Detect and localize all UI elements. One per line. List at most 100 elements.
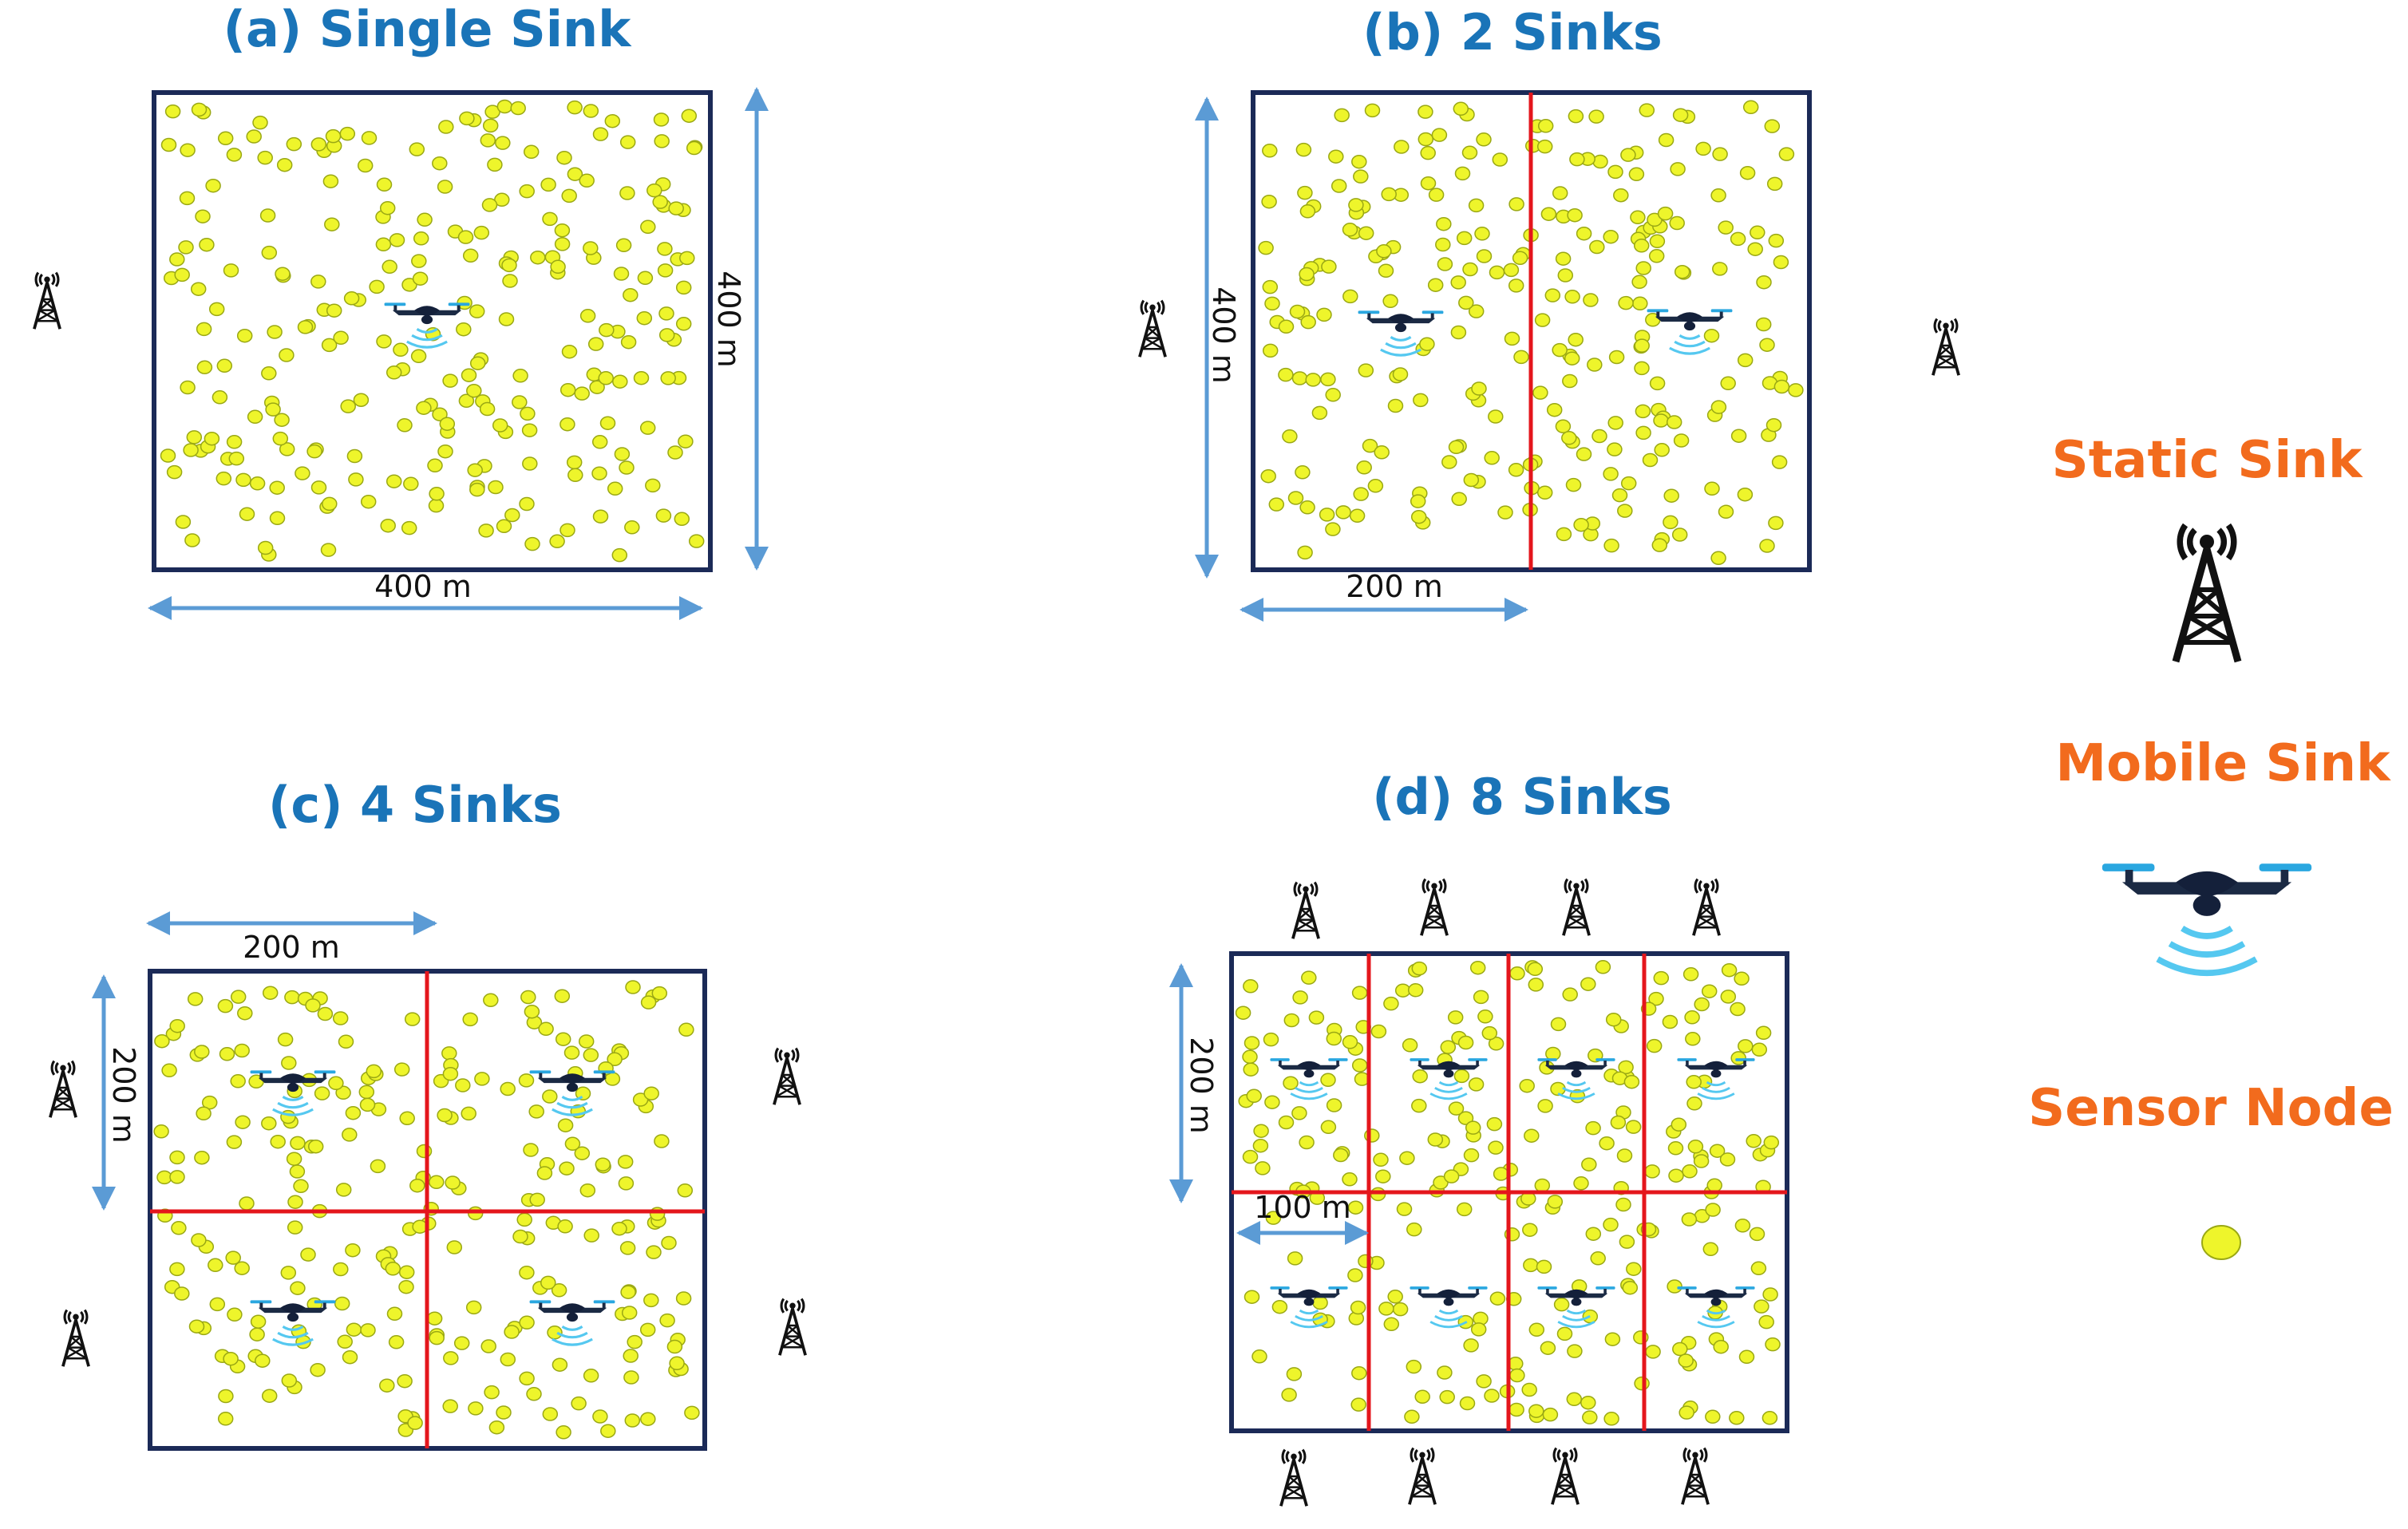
sensor-node (604, 113, 621, 128)
sensor-node (521, 423, 538, 437)
sensor-node (619, 186, 635, 200)
sensor-node (578, 1034, 595, 1049)
sensor-node (1626, 1262, 1642, 1276)
static-sink-tower-icon (61, 1309, 90, 1369)
sensor-node (345, 1243, 361, 1258)
sensor-node (1566, 1392, 1583, 1407)
sensor-node (1678, 1353, 1694, 1368)
sensor-node (366, 1064, 382, 1079)
sensor-node (1750, 225, 1765, 240)
sensor-node (595, 1157, 611, 1171)
sensor-node (1704, 481, 1720, 496)
sensor-node (496, 519, 512, 534)
sensor-node (1463, 1338, 1479, 1353)
sensor-node (1759, 338, 1775, 352)
sensor-node (618, 1176, 635, 1191)
sensor-node (1519, 1078, 1535, 1093)
sensor-node (160, 137, 177, 152)
sensor-node (404, 1012, 421, 1026)
sensor-node (1407, 983, 1424, 998)
sensor-node (290, 1281, 306, 1295)
sensor-node (1457, 1111, 1474, 1125)
sensor-node (178, 240, 194, 255)
sensor-node (169, 1170, 185, 1184)
sensor-node (1291, 1106, 1307, 1120)
sensor-node (269, 511, 286, 526)
sensor-node (191, 102, 208, 117)
sensor-node (1474, 227, 1490, 241)
sensor-node (410, 349, 427, 364)
sensor-node (1592, 154, 1608, 169)
sensor-node (1705, 1203, 1721, 1217)
sensor-node (1334, 108, 1350, 123)
sensor-node (624, 1413, 641, 1428)
sensor-node (337, 1334, 353, 1349)
sensor-node (1504, 331, 1520, 346)
sensor-node (654, 1134, 670, 1148)
mobile-sink-drone-icon (2102, 863, 2311, 973)
sensor-node (1580, 977, 1596, 991)
sensor-node (557, 1118, 574, 1132)
sensor-node (1258, 240, 1274, 255)
sensor-node (599, 416, 616, 430)
sensor-node (1545, 1046, 1561, 1061)
sensor-node (1536, 1259, 1552, 1274)
sensor-node (310, 1362, 326, 1377)
sensor-node (483, 993, 499, 1008)
sensor-node (1588, 109, 1604, 124)
panel-a-field (152, 90, 713, 572)
sensor-node (646, 1245, 662, 1259)
sensor-node (1585, 1227, 1602, 1241)
sensor-node (380, 518, 396, 533)
sensor-node (1508, 197, 1524, 211)
sensor-node (607, 1052, 623, 1067)
sensor-node (1710, 551, 1726, 566)
sensor-node (398, 1265, 415, 1279)
sensor-node (1763, 1135, 1780, 1150)
sensor-node (1630, 210, 1646, 225)
sensor-node (579, 1183, 596, 1198)
sensor-node (401, 520, 417, 535)
sensor-node (661, 1235, 677, 1250)
sensor-node (446, 1240, 463, 1254)
sensor-node (1497, 505, 1513, 520)
sensor-node (461, 368, 477, 382)
sensor-node (1347, 1200, 1364, 1215)
sensor-node (1618, 1060, 1634, 1075)
sensor-node (445, 1175, 461, 1190)
sensor-node (1678, 1405, 1694, 1420)
sensor-node (416, 401, 432, 415)
sensor-node (1331, 179, 1347, 193)
sensor-node (1468, 198, 1485, 213)
sensor-node (274, 413, 290, 427)
sensor-node (639, 421, 656, 435)
sensor-node (678, 434, 694, 448)
sensor-node (1705, 1409, 1721, 1424)
sensor-node (1436, 216, 1452, 231)
sensor-node (659, 1313, 675, 1328)
sensor-node (1573, 1176, 1589, 1191)
sensor-node (270, 1134, 286, 1149)
sensor-node (474, 1072, 490, 1086)
sensor-node (343, 291, 360, 306)
sensor-node (1582, 1410, 1598, 1424)
sensor-node (1671, 1117, 1687, 1132)
sensor-node (1508, 463, 1524, 477)
sensor-node (1326, 1098, 1342, 1112)
sensor-node (1762, 1411, 1778, 1425)
sensor-node (180, 143, 196, 157)
sensor-node (225, 1250, 241, 1265)
sensor-node (1642, 452, 1659, 468)
sensor-node (619, 460, 635, 475)
sensor-node (196, 1106, 212, 1121)
static-sink-tower-icon (1279, 1448, 1308, 1508)
sensor-node (488, 1420, 505, 1435)
sensor-node (295, 466, 310, 480)
sensor-node (1556, 527, 1572, 542)
sensor-node (1713, 1339, 1729, 1354)
sensor-node (1646, 1038, 1663, 1053)
sensor-node (382, 259, 397, 275)
sensor-node (1658, 132, 1675, 148)
sensor-node (1639, 103, 1655, 117)
